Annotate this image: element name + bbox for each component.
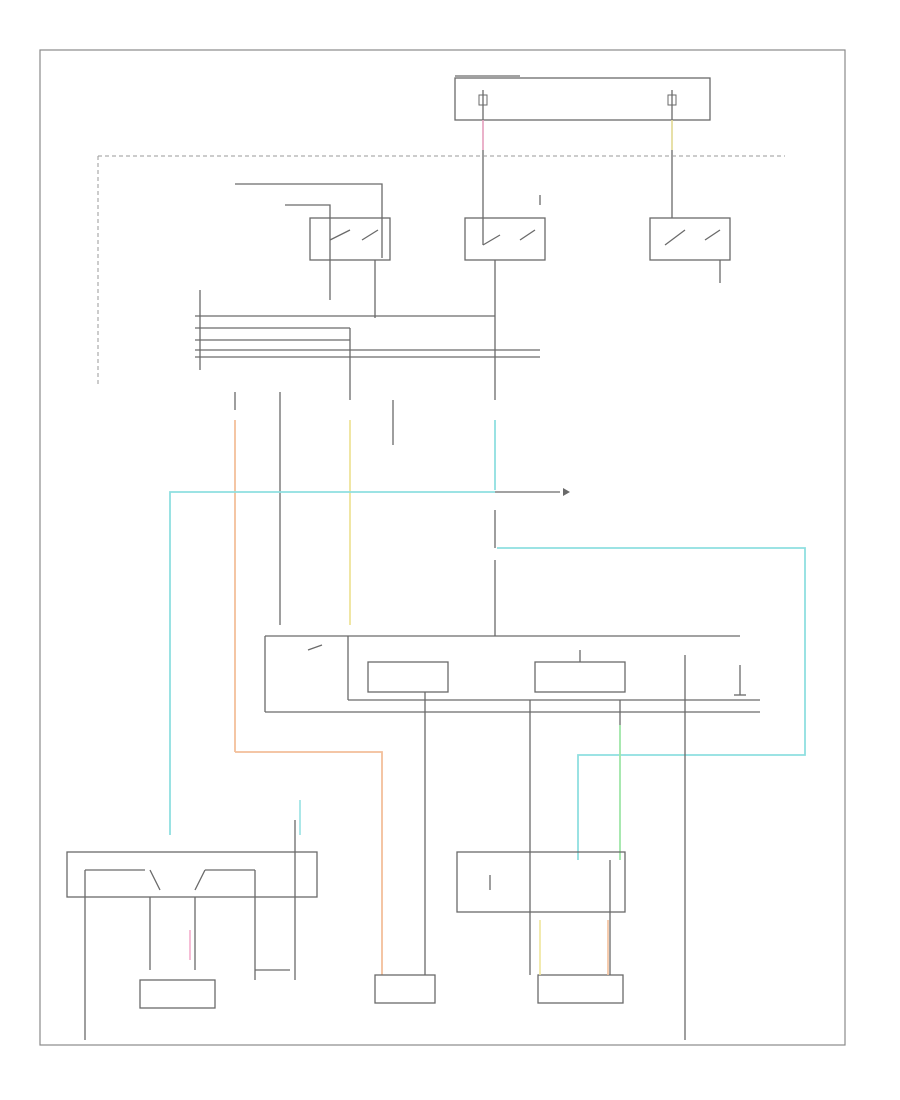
connector-arrow: [563, 488, 570, 496]
relay-right: [539, 190, 731, 283]
switch-assembly-left: [66, 800, 318, 1040]
motor-right-center: [537, 974, 624, 1004]
switch-assembly-right: [456, 851, 626, 975]
fuse-panel: [454, 75, 711, 230]
connector-stack: [195, 290, 540, 400]
motor-left-bottom: [139, 979, 216, 1009]
relay-center: [464, 217, 546, 400]
motor-left-center: [374, 974, 436, 1004]
relay-left: [235, 183, 391, 318]
control-module: [264, 635, 760, 1040]
ground-symbol: [734, 690, 746, 696]
diagram-border: [39, 49, 846, 1046]
